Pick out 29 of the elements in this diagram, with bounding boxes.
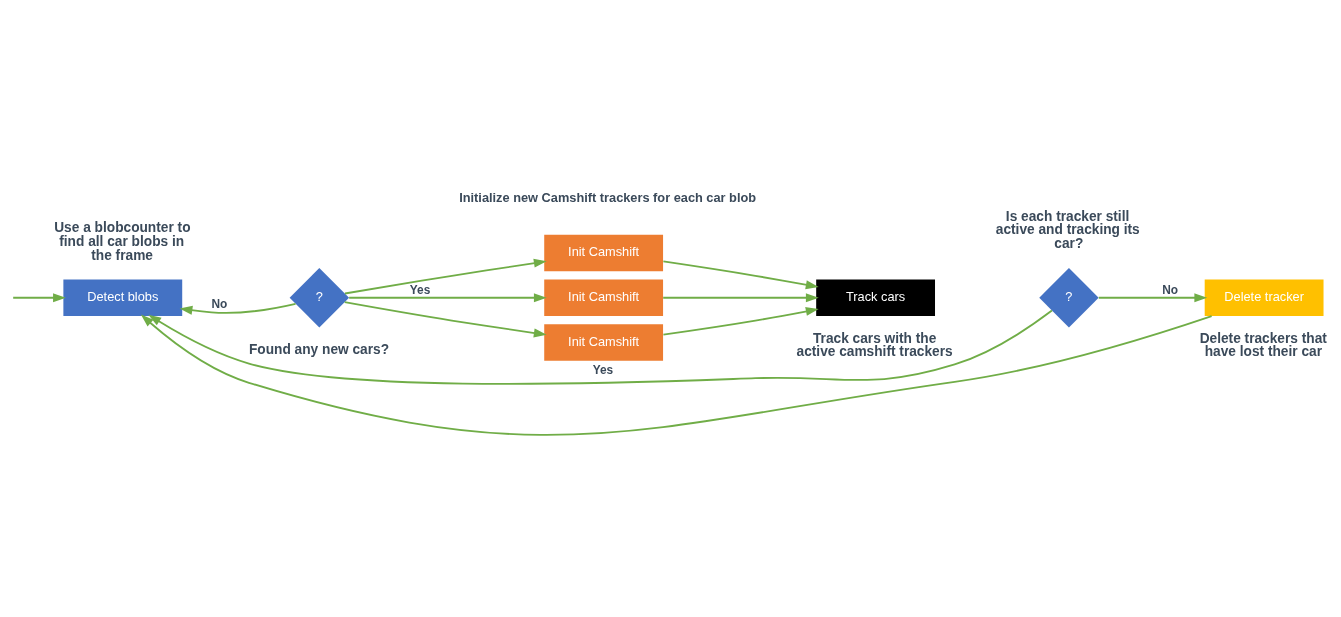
arrow xyxy=(140,314,1213,436)
node-box: Init Camshift xyxy=(544,324,664,361)
node-label: Use a blobcounter to find all car blobs in the frame xyxy=(54,220,191,263)
arrow xyxy=(179,302,297,315)
arrow xyxy=(343,301,547,338)
node-box: Delete tracker xyxy=(1204,279,1324,317)
arrow xyxy=(662,260,819,290)
node-label: Track cars with the active camshift trackers xyxy=(796,330,953,360)
node-diamond: ? xyxy=(289,268,350,328)
arrow xyxy=(344,258,547,295)
node-label: Is each tracker still active and tracking its car? xyxy=(995,208,1140,251)
label: Initialize new Camshift trackers for each car blob xyxy=(459,190,757,206)
node-box: Init Camshift xyxy=(544,279,664,317)
node-label: Delete trackers that have lost their car xyxy=(1199,330,1327,360)
node-label: Found any new cars? xyxy=(248,341,390,357)
arrow xyxy=(12,293,66,303)
node-box: Track cars xyxy=(816,279,935,317)
edge-label: No xyxy=(211,297,228,312)
arrow xyxy=(662,307,819,336)
arrow xyxy=(348,293,547,303)
arrow xyxy=(1097,293,1208,303)
arrow xyxy=(662,293,819,303)
edge-label: Yes xyxy=(592,362,614,377)
edge-label: No xyxy=(1162,282,1179,297)
edge-label: Yes xyxy=(409,282,431,297)
node-box: Detect blobs xyxy=(63,279,183,317)
arrow xyxy=(148,309,1053,385)
node-diamond: ? xyxy=(1039,268,1099,328)
node-box: Init Camshift xyxy=(544,234,664,272)
